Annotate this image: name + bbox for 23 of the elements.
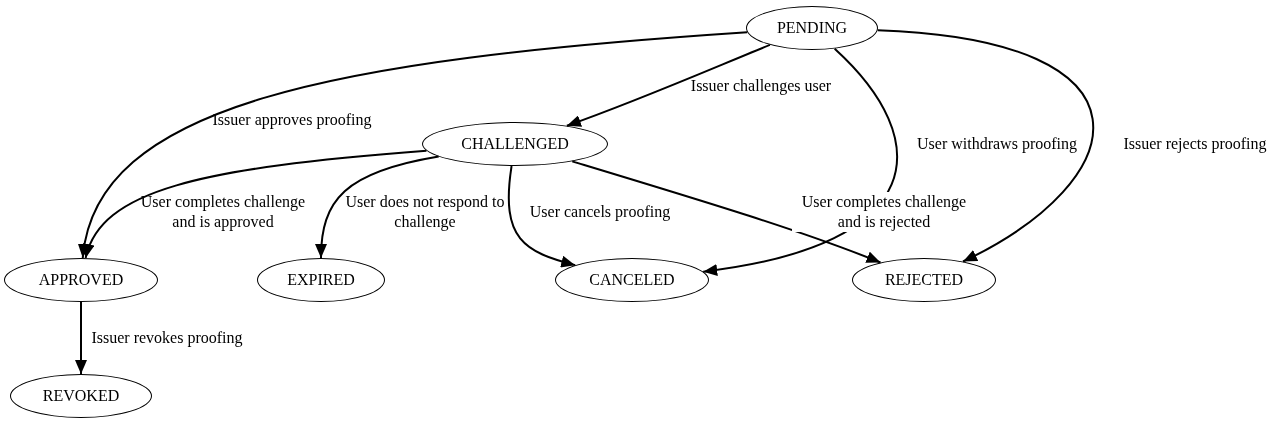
transition-arrow [507,165,577,268]
transition-arrow [315,155,440,259]
edge-label: User cancels proofing [528,202,672,222]
transition-arrow [876,29,1094,263]
edge-label: Issuer approves proofing [211,110,373,130]
state-label: EXPIRED [287,271,355,289]
edge-label: User completes challenge and is approved [139,192,307,232]
edge-label: Issuer challenges user [689,76,833,96]
state-label: APPROVED [38,271,124,289]
state-label: CHALLENGED [461,135,569,153]
state-label: PENDING [776,19,848,37]
edge-label: User does not respond to challenge [344,192,506,232]
transition-arrow [565,43,771,127]
edge-label: Issuer revokes proofing [90,328,244,348]
transition-arrow [571,160,882,264]
transition-arrow [84,149,428,260]
transition-arrow [75,301,87,375]
state-label: REJECTED [884,271,964,289]
transition-arrow [79,31,749,259]
edge-label: Issuer rejects proofing [1122,134,1268,154]
state-label: CANCELED [589,271,675,289]
state-label: REVOKED [42,387,120,405]
edge-label: User withdraws proofing [916,134,1078,154]
